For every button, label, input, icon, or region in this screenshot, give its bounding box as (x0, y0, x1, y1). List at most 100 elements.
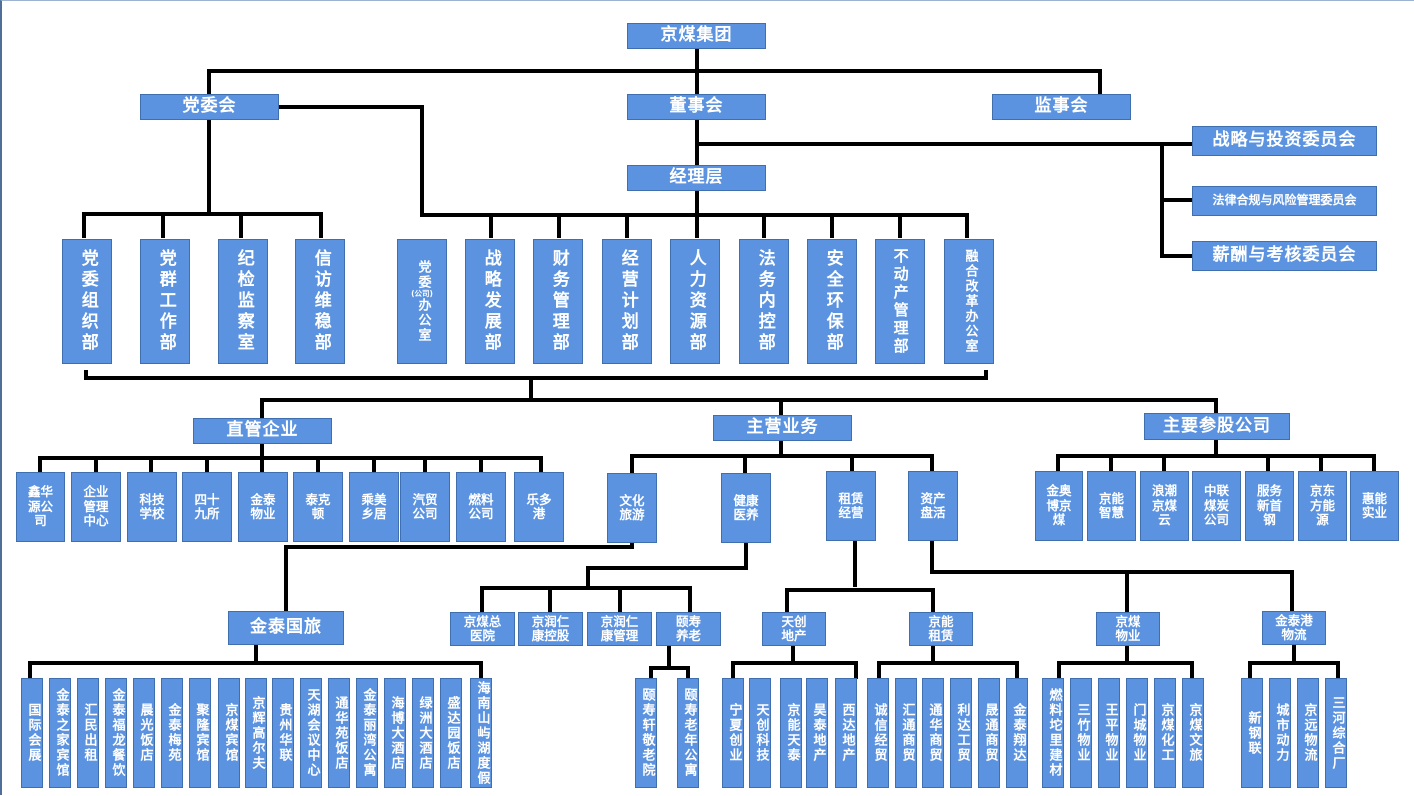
tourism-subsidiary[interactable]: 聚隆宾馆 (189, 678, 211, 788)
tourism-subsidiary[interactable]: 贵州华联 (272, 678, 294, 788)
tourism-subsidiary[interactable]: 金泰之家宾馆 (49, 678, 71, 788)
dept-party-organization[interactable]: 党委组织部 (62, 239, 112, 364)
dept-party-work[interactable]: 党群工作部 (140, 239, 190, 364)
tourism-subsidiary[interactable]: 海博大酒店 (384, 678, 406, 788)
office-line2: 办公室 (415, 298, 431, 344)
logistics-subsidiary[interactable]: 新钢联 (1241, 678, 1263, 788)
compensation-committee[interactable]: 薪酬与考核委员会 (1192, 241, 1377, 271)
direct-enterprise[interactable]: 鑫华 源公 司 (16, 472, 65, 542)
logistics-subsidiary[interactable]: 三河综合厂 (1325, 678, 1347, 788)
direct-enterprise[interactable]: 汽贸 公司 (400, 472, 450, 542)
board-of-directors[interactable]: 董事会 (627, 94, 766, 120)
tourism-subsidiary[interactable]: 通华苑饭店 (328, 678, 350, 788)
health-subsidiary[interactable]: 京煤总 医院 (450, 612, 515, 646)
tourism-subsidiary[interactable]: 金泰梅苑 (161, 678, 183, 788)
property-subsidiary[interactable]: 门城物业 (1126, 678, 1148, 788)
health-subsidiary[interactable]: 京润仁 康管理 (587, 612, 652, 646)
tourism-subsidiary[interactable]: 晨光饭店 (133, 678, 155, 788)
strategy-investment-committee[interactable]: 战略与投资委员会 (1192, 126, 1377, 156)
property-subsidiary[interactable]: 京煤文旅 (1182, 678, 1204, 788)
tourism-subsidiary[interactable]: 京辉高尔夫 (245, 678, 267, 788)
holding-company[interactable]: 惠能 实业 (1350, 471, 1399, 541)
dept-petition[interactable]: 信访维稳部 (295, 239, 345, 364)
tourism-subsidiary[interactable]: 金泰福龙餐饮 (105, 678, 127, 788)
segment-major-holdings[interactable]: 主要参股公司 (1144, 413, 1290, 440)
direct-enterprise[interactable]: 四十 九所 (182, 472, 232, 542)
dept-strategy[interactable]: 战略发展部 (465, 239, 515, 364)
connector (84, 370, 988, 380)
business-asset-revitalization[interactable]: 资产 盘活 (908, 471, 958, 541)
logistics-subsidiary[interactable]: 城市动力 (1269, 678, 1291, 788)
leasing-subsidiary[interactable]: 诚信经贸 (867, 678, 889, 788)
connector (649, 645, 690, 679)
tourism-subsidiary[interactable]: 盛达园饭店 (440, 678, 462, 788)
real-estate-subsidiary[interactable]: 天创科技 (749, 678, 771, 788)
leasing-subsidiary[interactable]: 金泰翔达 (1006, 678, 1028, 788)
leasing-subsidiary[interactable]: 利达工贸 (950, 678, 972, 788)
real-estate-subsidiary[interactable]: 西达地产 (835, 678, 857, 788)
jintai-travel[interactable]: 金泰国旅 (228, 611, 344, 645)
business-health-care[interactable]: 健康 医养 (721, 473, 771, 543)
direct-enterprise[interactable]: 燃料 公司 (456, 472, 506, 542)
property-subsidiary[interactable]: 京煤化工 (1154, 678, 1176, 788)
dept-human-resources[interactable]: 人力资源部 (670, 239, 720, 364)
business-culture-tourism[interactable]: 文化 旅游 (607, 473, 657, 543)
holding-company[interactable]: 京东 方能 源 (1298, 471, 1347, 541)
dept-discipline-inspection[interactable]: 纪检监察室 (218, 239, 268, 364)
holding-company[interactable]: 浪潮 京煤 云 (1140, 471, 1189, 541)
holding-company[interactable]: 服务 新首 钢 (1245, 471, 1294, 541)
jingmei-property[interactable]: 京煤 物业 (1096, 612, 1160, 646)
jintai-port-logistics[interactable]: 金泰港 物流 (1262, 611, 1326, 645)
direct-enterprise[interactable]: 企业 管理 中心 (71, 472, 121, 542)
holding-company[interactable]: 中联 煤炭 公司 (1192, 471, 1241, 541)
party-committee[interactable]: 党委会 (140, 94, 279, 120)
logistics-subsidiary[interactable]: 京远物流 (1297, 678, 1319, 788)
jingneng-leasing[interactable]: 京能 租赁 (909, 612, 973, 646)
dept-office[interactable]: 党委 (公司) 办公室 (397, 239, 447, 364)
property-subsidiary[interactable]: 燃料坨里建材 (1042, 678, 1064, 788)
tourism-subsidiary[interactable]: 绿洲大酒店 (412, 678, 434, 788)
health-subsidiary[interactable]: 京润仁 康控股 (518, 612, 583, 646)
real-estate-subsidiary[interactable]: 京能天泰 (780, 678, 802, 788)
direct-enterprise[interactable]: 乐多 港 (514, 472, 564, 542)
direct-enterprise[interactable]: 乘美 乡居 (349, 472, 399, 542)
holding-company[interactable]: 金奥 博京 煤 (1035, 471, 1083, 541)
health-subsidiary-elder-care[interactable]: 颐寿 养老 (656, 612, 721, 646)
tianchuang-real-estate[interactable]: 天创 地产 (762, 612, 826, 646)
direct-enterprise[interactable]: 科技 学校 (127, 472, 177, 542)
leasing-subsidiary[interactable]: 通华商贸 (922, 678, 944, 788)
dept-real-estate[interactable]: 不动产管理部 (875, 239, 925, 364)
tourism-subsidiary[interactable]: 京煤宾馆 (218, 678, 240, 788)
property-subsidiary[interactable]: 王平物业 (1098, 678, 1120, 788)
dept-legal[interactable]: 法务内控部 (739, 239, 789, 364)
elder-care-apartment[interactable]: 颐寿老年公寓 (677, 678, 699, 788)
real-estate-subsidiary[interactable]: 宁夏创业 (722, 678, 744, 788)
leasing-subsidiary[interactable]: 晟通商贸 (978, 678, 1000, 788)
connector (586, 542, 748, 590)
elder-care-home[interactable]: 颐寿轩敬老院 (635, 678, 657, 788)
tourism-subsidiary[interactable]: 汇民出租 (77, 678, 99, 788)
management-layer[interactable]: 经理层 (627, 165, 766, 191)
direct-enterprise[interactable]: 泰克 顿 (293, 472, 343, 542)
tourism-subsidiary[interactable]: 金泰丽湾公寓 (356, 678, 378, 788)
office-note: (公司) (411, 288, 433, 298)
dept-finance[interactable]: 财务管理部 (533, 239, 583, 364)
real-estate-subsidiary[interactable]: 昊泰地产 (806, 678, 828, 788)
legal-risk-committee[interactable]: 法律合规与风险管理委员会 (1192, 186, 1377, 216)
leasing-subsidiary[interactable]: 汇通商贸 (895, 678, 917, 788)
property-subsidiary[interactable]: 三竹物业 (1070, 678, 1092, 788)
office-line1: 党委 (415, 259, 431, 290)
tourism-subsidiary[interactable]: 海南山屿湖度假 (470, 678, 492, 788)
segment-main-business[interactable]: 主营业务 (713, 415, 852, 441)
group-title[interactable]: 京煤集团 (627, 23, 766, 49)
dept-safety[interactable]: 安全环保部 (807, 239, 857, 364)
business-leasing[interactable]: 租赁 经营 (826, 471, 876, 541)
tourism-subsidiary[interactable]: 天湖会议中心 (300, 678, 322, 788)
dept-reform-office[interactable]: 融合改革办公室 (944, 239, 994, 364)
holding-company[interactable]: 京能 智慧 (1087, 471, 1136, 541)
dept-operations-planning[interactable]: 经营计划部 (602, 239, 652, 364)
direct-enterprise[interactable]: 金泰 物业 (238, 472, 288, 542)
segment-direct-enterprises[interactable]: 直管企业 (193, 418, 332, 444)
tourism-subsidiary[interactable]: 国际会展 (21, 678, 43, 788)
supervisory-board[interactable]: 监事会 (992, 94, 1131, 120)
